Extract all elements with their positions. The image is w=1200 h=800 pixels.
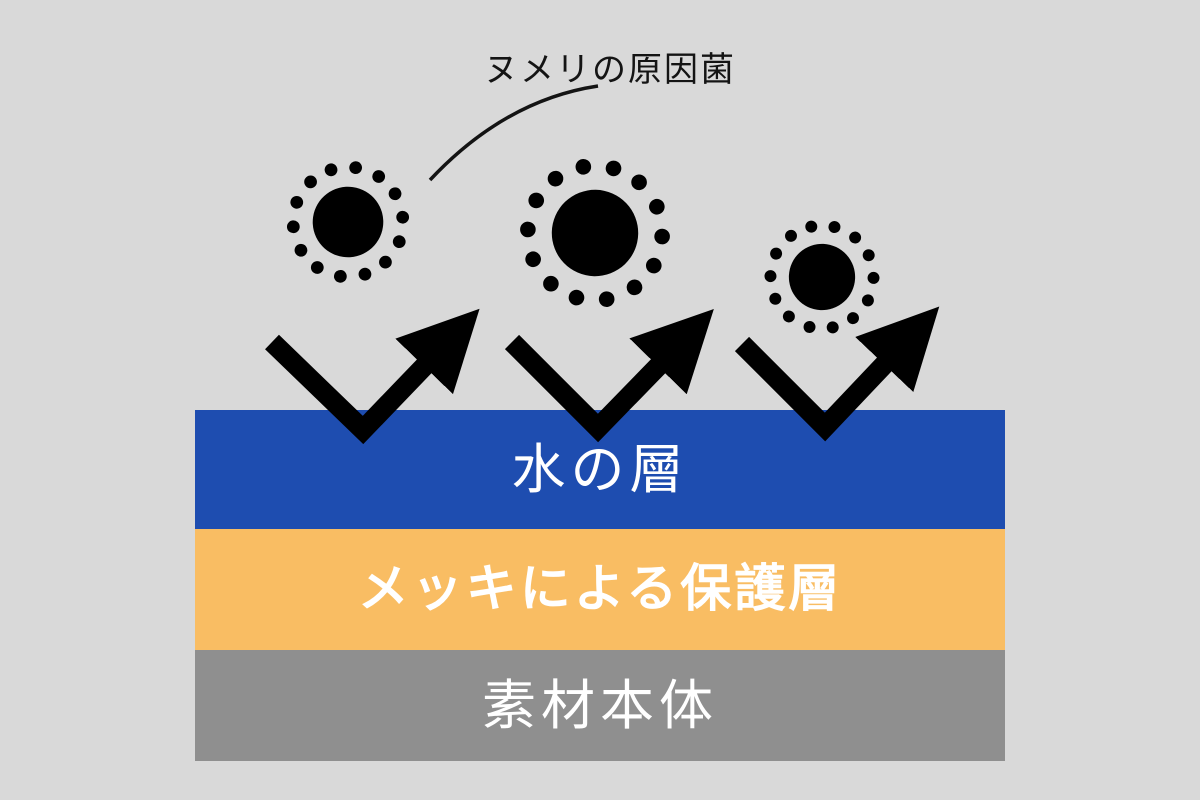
layer-substrate: 素材本体 — [195, 650, 1005, 761]
layer-plating-label: メッキによる保護層 — [357, 560, 843, 619]
germ-icon — [278, 152, 418, 292]
leader-line — [428, 84, 599, 182]
germ-icon — [508, 146, 682, 320]
germ-caption: ヌメリの原因菌 — [484, 50, 736, 90]
germ-icon — [752, 207, 892, 347]
layer-water: 水の層 — [195, 410, 1005, 529]
layer-substrate-label: 素材本体 — [482, 673, 718, 737]
layer-plating: メッキによる保護層 — [195, 529, 1005, 650]
layer-water-label: 水の層 — [511, 437, 689, 501]
